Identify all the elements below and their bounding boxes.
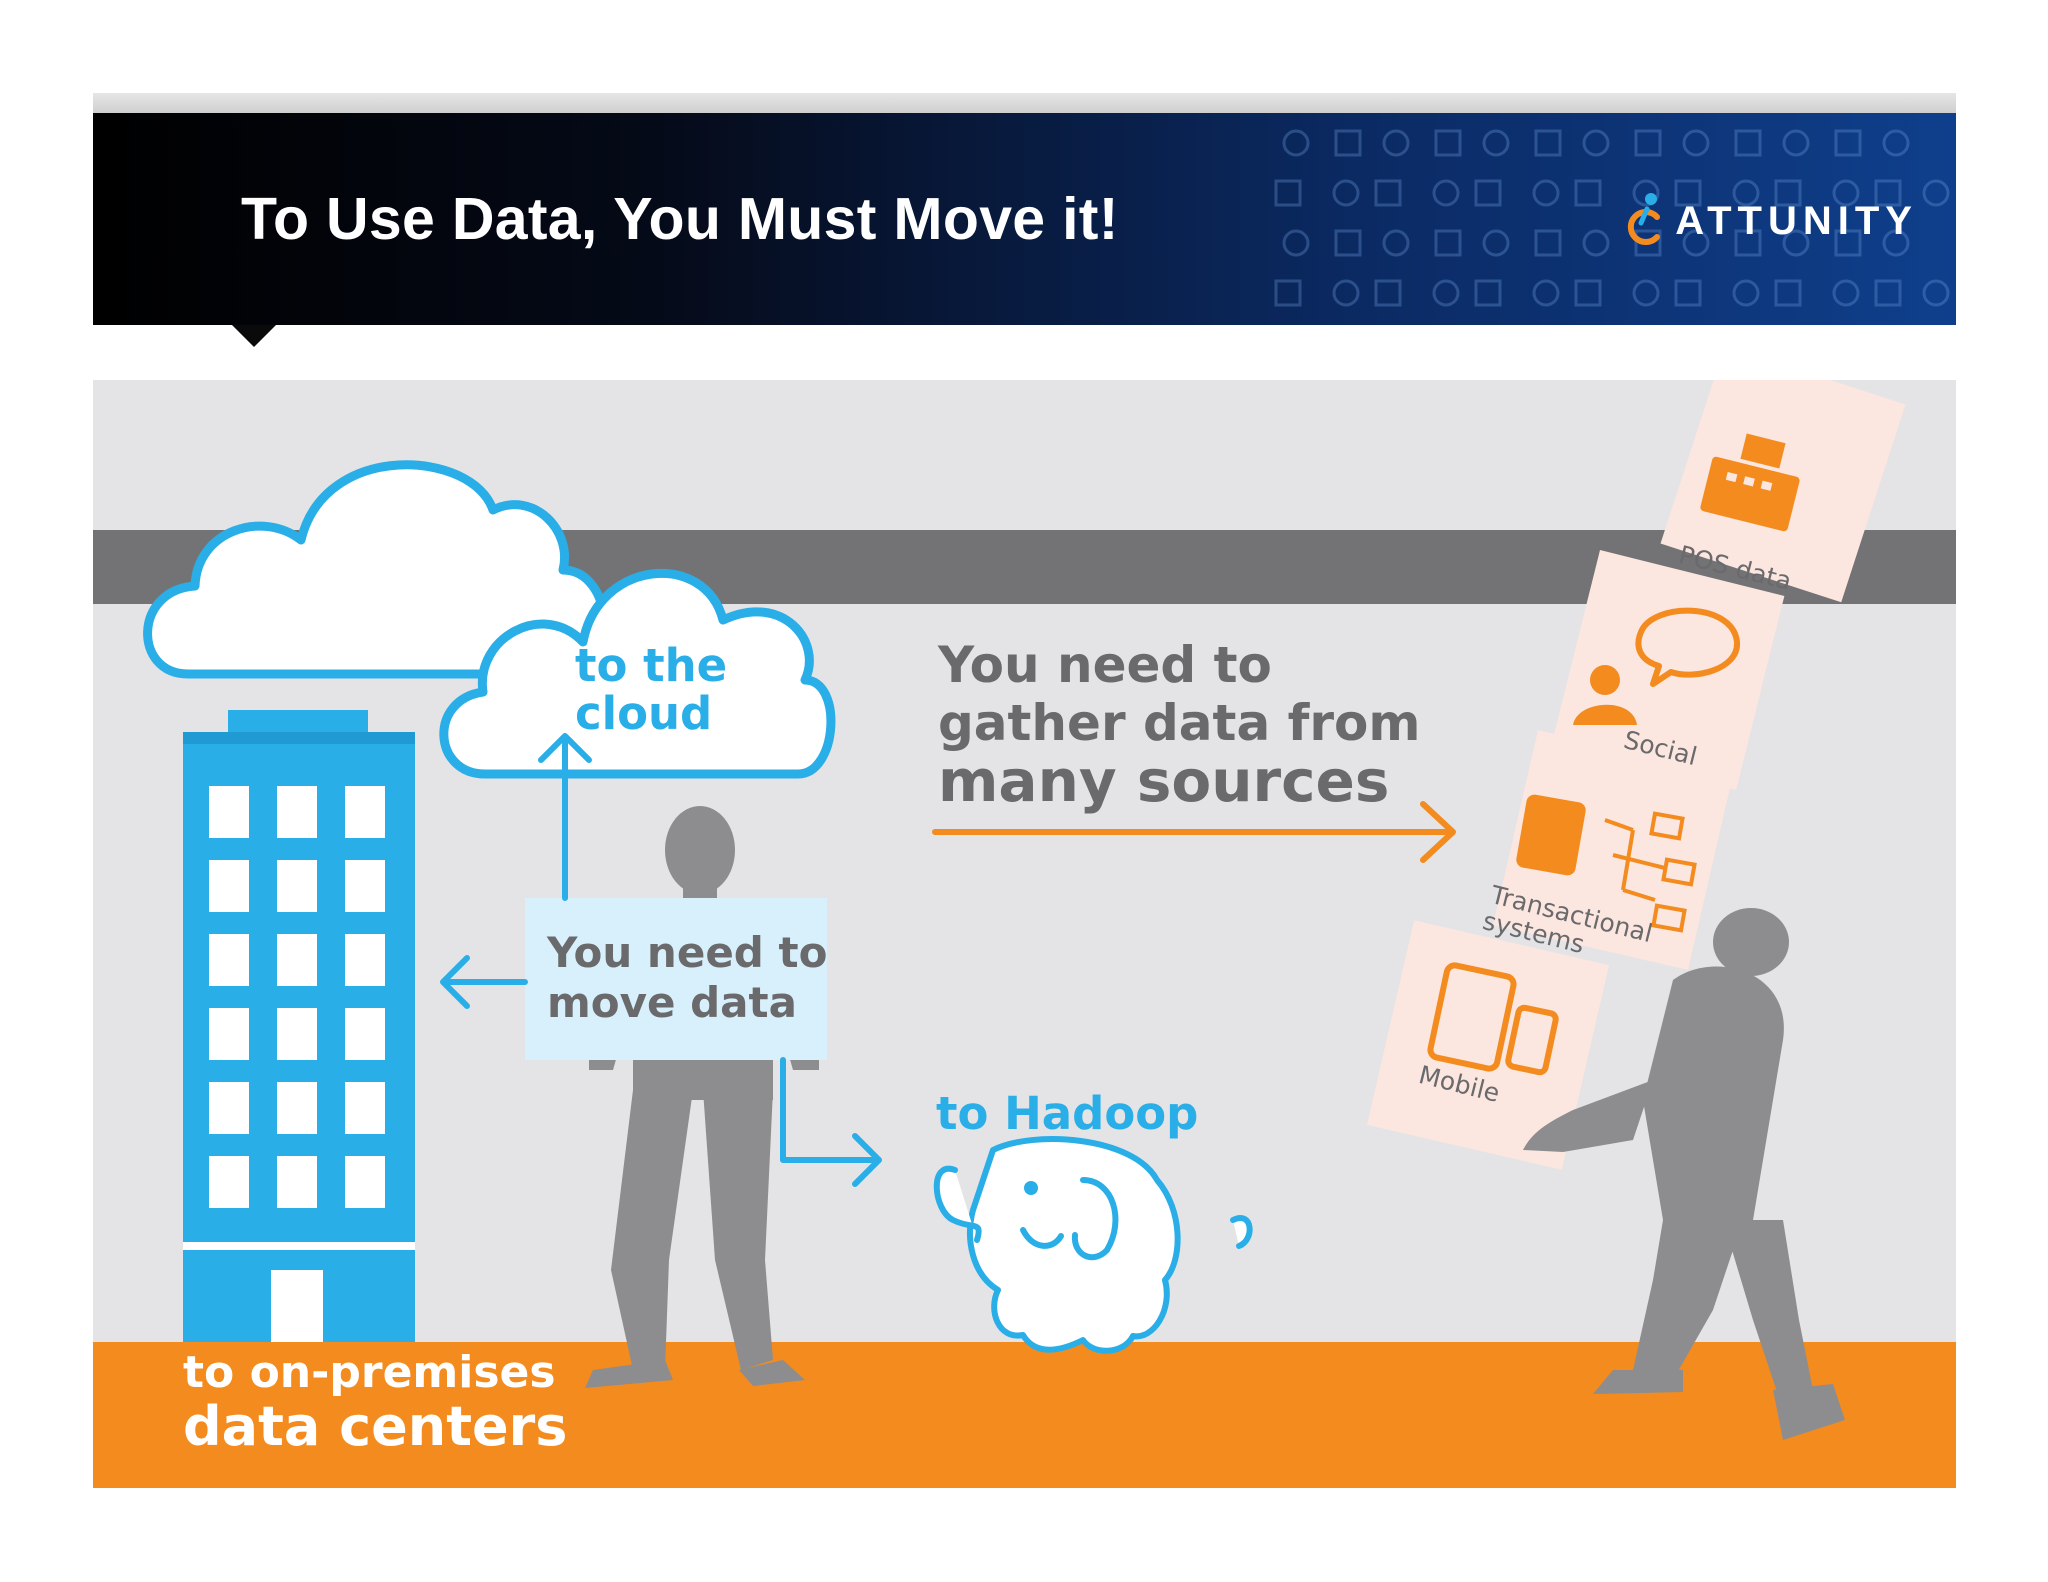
blue-arrows [440,733,882,1187]
slide-header: To Use Data, You Must Move it! ATTUNITY [93,113,1956,325]
onprem-label-line-1: to on-premises [183,1347,556,1398]
to-the-cloud-label: to the cloud [575,642,727,738]
tablet-phone-icon [1427,962,1559,1076]
onprem-label-line-2: data centers [183,1395,568,1458]
gather-label-line-2: gather data from [938,694,1421,752]
large-cloud-icon [143,460,609,679]
box-social [1551,549,1785,791]
gather-label-line-3: many sources [938,747,1390,815]
cash-register-icon [1700,433,1800,532]
on-premises-label: to on-premises data centers [183,1346,567,1454]
move-data-label: You need to move data [547,928,827,1028]
stacked-source-boxes [1366,380,1906,1170]
small-cloud-icon [439,568,836,779]
move-label-line-2: move data [547,978,797,1027]
infographic-panel: to the cloud You need to move data You n… [93,380,1956,1488]
gather-label-line-1: You need to [938,636,1272,694]
cloud-label-line-1: to the [575,639,728,692]
box-mobile [1366,920,1610,1170]
hadoop-elephant-icon [933,1136,1253,1354]
move-label-line-1: You need to [547,928,828,977]
attunity-logo: ATTUNITY [1621,191,1918,251]
header-icon-pattern [1274,129,1950,307]
logo-text: ATTUNITY [1675,198,1918,243]
arrow-left-to-building-icon [440,955,528,1009]
slide-title: To Use Data, You Must Move it! [241,186,1119,252]
to-hadoop-label: to Hadoop [936,1087,1199,1140]
header-pointer [232,325,276,347]
infographic-scene [93,380,1956,1488]
arrow-to-hadoop-icon [780,1057,882,1187]
gather-data-label: You need to gather data from many source… [938,636,1420,810]
header-top-strip [93,93,1956,113]
move-data-box [525,898,827,1060]
person-carrying-boxes-silhouette [1523,908,1845,1440]
server-network-icon [1516,794,1697,933]
arrow-up-to-cloud-icon [538,733,592,901]
attunity-logo-mark-icon [1628,193,1661,245]
chat-person-icon [1573,607,1740,725]
cloud-label-line-2: cloud [575,687,713,740]
orange-arrow-to-sources-icon [932,801,1456,863]
office-building-icon [183,710,415,1342]
